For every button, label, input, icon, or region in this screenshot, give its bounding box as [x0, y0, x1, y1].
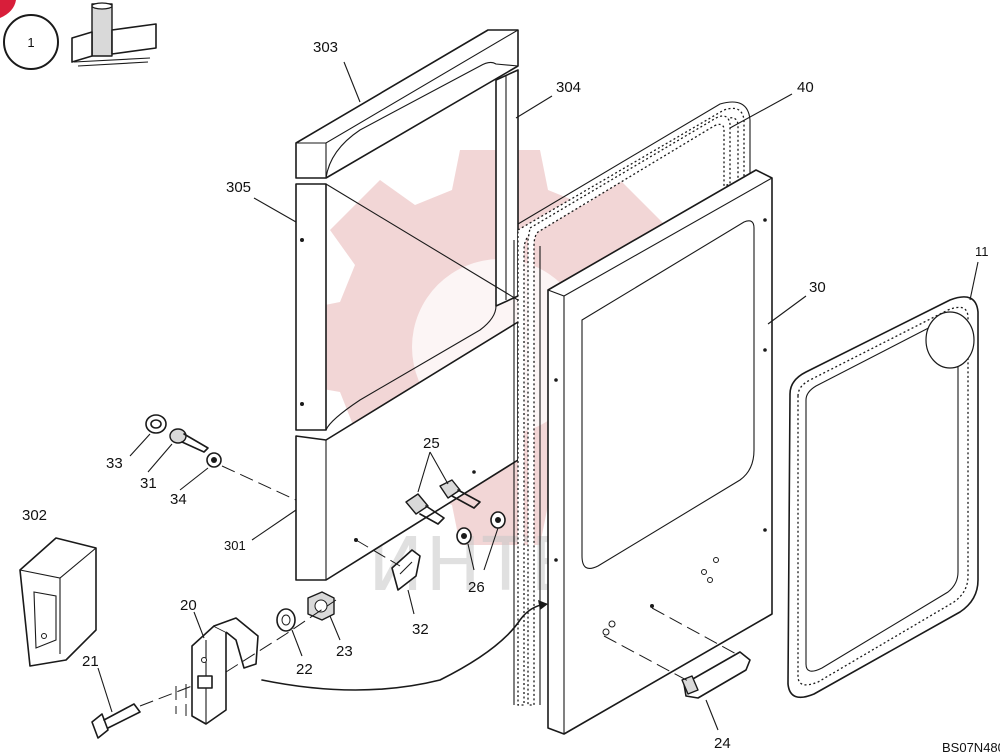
washer-22 — [276, 608, 296, 632]
callout-40: 40 — [797, 79, 814, 96]
bracket-302 — [19, 537, 97, 667]
latch-nut-axis-line — [225, 599, 337, 673]
bolt-25-upper — [439, 479, 481, 509]
washer-26-upper — [490, 511, 506, 529]
callout-25: 25 — [423, 435, 440, 452]
callout-23: 23 — [336, 643, 353, 660]
door-panel-30 — [547, 169, 773, 735]
view-number-badge: 1 — [3, 14, 59, 70]
door-seal-40 — [513, 101, 751, 706]
screw-axis-line — [221, 465, 297, 501]
screw-31 — [169, 428, 209, 453]
callout-24: 24 — [714, 735, 731, 752]
corner-badge — [0, 0, 16, 18]
callout-31: 31 — [140, 475, 157, 492]
callout-26: 26 — [468, 579, 485, 596]
callout-305: 305 — [226, 179, 251, 196]
callout-11: 11 — [975, 244, 989, 259]
callout-30: 30 — [809, 279, 826, 296]
view-number: 1 — [27, 35, 34, 50]
drawing-code: BS07N480 — [942, 740, 1000, 755]
cable-arrow — [538, 600, 548, 610]
frame-side-304 — [495, 69, 519, 307]
bolt-25-lower — [405, 493, 445, 525]
washer-26-lower — [456, 527, 472, 545]
washer-33 — [145, 414, 167, 434]
callout-20: 20 — [180, 597, 197, 614]
link-cable — [261, 603, 547, 691]
washer-34 — [206, 452, 222, 468]
frame-top-303 — [295, 29, 519, 179]
leader-lines — [97, 61, 979, 731]
callout-304: 304 — [556, 79, 581, 96]
screw-21 — [91, 703, 141, 739]
installation-symbol-icon — [71, 2, 157, 67]
clip-32 — [355, 539, 421, 591]
callout-34: 34 — [170, 491, 187, 508]
callout-303: 303 — [313, 39, 338, 56]
handle-24 — [603, 607, 751, 699]
callout-32: 32 — [412, 621, 429, 638]
latch-axis-line — [139, 685, 193, 707]
callout-21: 21 — [82, 653, 99, 670]
callout-302: 302 — [22, 507, 47, 524]
nut-23 — [307, 591, 335, 621]
glass-seal-11 — [787, 296, 979, 699]
callout-22: 22 — [296, 661, 313, 678]
callout-301: 301 — [224, 538, 246, 553]
callout-33: 33 — [106, 455, 123, 472]
latch-20 — [175, 617, 259, 725]
